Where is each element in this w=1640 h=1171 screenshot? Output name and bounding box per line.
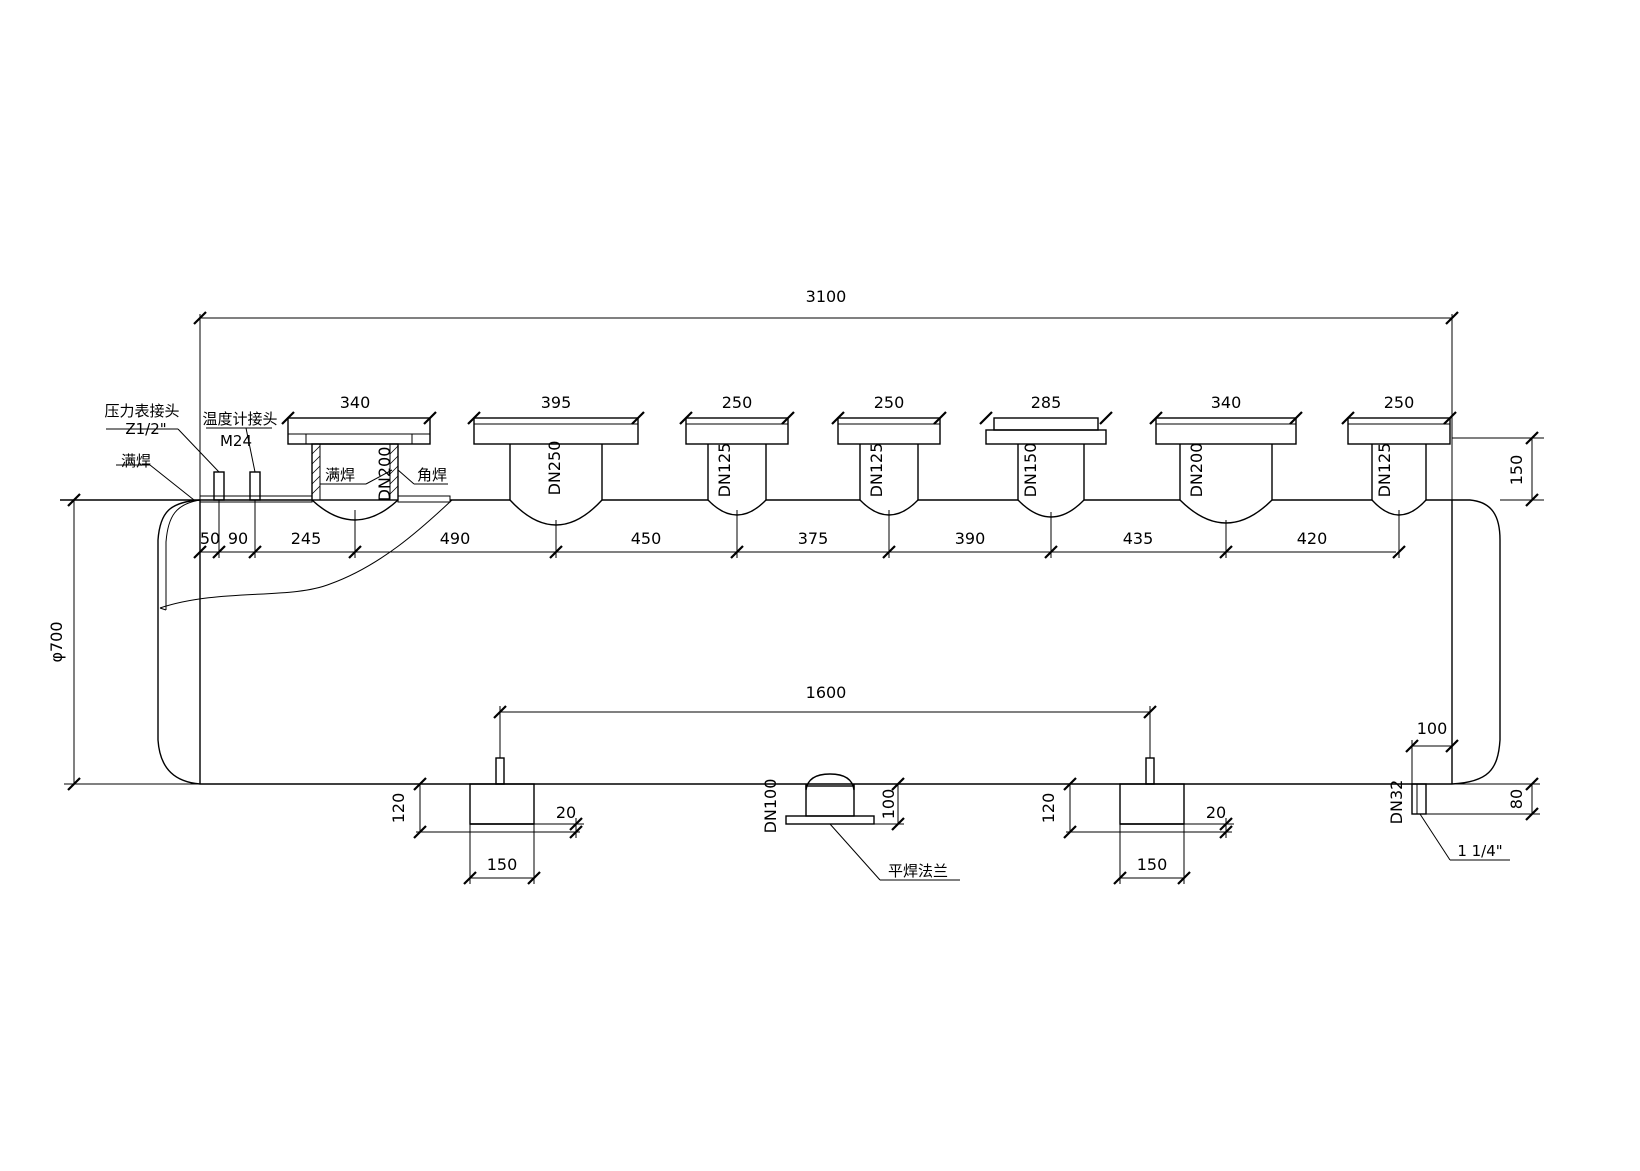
support-right [1119, 757, 1185, 825]
dim-nozzle-height: 150 [1507, 455, 1526, 486]
nozzle-3 [685, 417, 789, 516]
dim-spacing-6: 375 [798, 529, 829, 548]
nozzle-1 [287, 417, 431, 521]
leader-lines [106, 427, 1510, 881]
nozzle-label-3: DN125 [715, 443, 734, 498]
nozzle-label-1: DN200 [375, 447, 394, 502]
dim-top-width-1: 340 [340, 393, 371, 412]
drain-thread-label: 1 1/4" [1457, 842, 1502, 860]
dimension-lines [64, 311, 1544, 885]
dim-spacing-5: 450 [631, 529, 662, 548]
dim-spacing-2: 90 [228, 529, 248, 548]
dim-spacing-9: 420 [1297, 529, 1328, 548]
dim-drain-height: 80 [1507, 789, 1526, 809]
pressure-gauge-spec: Z1/2" [125, 420, 166, 438]
nozzle-label-7: DN125 [1375, 443, 1394, 498]
dim-support-width-left: 150 [487, 855, 518, 874]
dim-top-width-4: 250 [874, 393, 905, 412]
dim-diameter: φ700 [47, 621, 66, 662]
bottom-nozzle-label: DN100 [761, 779, 780, 834]
support-left [469, 757, 535, 825]
dim-top-width-7: 250 [1384, 393, 1415, 412]
dim-spacing-7: 390 [955, 529, 986, 548]
dim-support-height-left: 120 [389, 793, 408, 824]
dim-support-plate-left: 20 [556, 803, 576, 822]
pressure-gauge-label: 压力表接头 [104, 402, 179, 420]
dim-spacing-4: 490 [440, 529, 471, 548]
thermometer-spec: M24 [220, 432, 252, 450]
dim-support-height-right: 120 [1039, 793, 1058, 824]
dim-support-plate-right: 20 [1206, 803, 1226, 822]
slip-on-flange-label: 平焊法兰 [888, 862, 948, 880]
nozzle-5 [985, 417, 1107, 518]
dim-drain-offset: 100 [1417, 719, 1448, 738]
nozzle-label-5: DN150 [1021, 443, 1040, 498]
dim-support-spacing: 1600 [806, 683, 847, 702]
vessel-body [60, 499, 1501, 785]
bottom-nozzle [785, 773, 875, 825]
nozzle-label-4: DN125 [867, 443, 886, 498]
nozzle-6 [1155, 417, 1297, 524]
drain-nozzle [1411, 783, 1427, 815]
dim-top-width-5: 285 [1031, 393, 1062, 412]
dim-bottom-nozzle-height: 100 [879, 789, 898, 820]
dim-total-length: 3100 [806, 287, 847, 306]
dim-top-width-6: 340 [1211, 393, 1242, 412]
drain-nozzle-label: DN32 [1387, 780, 1406, 825]
dim-spacing-1: 50 [200, 529, 220, 548]
dim-top-width-2: 395 [541, 393, 572, 412]
thermometer-label: 温度计接头 [202, 410, 277, 428]
dim-spacing-3: 245 [291, 529, 322, 548]
nozzle-label-6: DN200 [1187, 443, 1206, 498]
full-weld-nozzle-label: 满焊 [325, 466, 355, 484]
dim-top-width-3: 250 [722, 393, 753, 412]
full-weld-left-label: 满焊 [121, 452, 151, 470]
nozzle-label-2: DN250 [545, 441, 564, 496]
dim-support-width-right: 150 [1137, 855, 1168, 874]
fillet-weld-label: 角焊 [417, 466, 447, 484]
dim-spacing-8: 435 [1123, 529, 1154, 548]
